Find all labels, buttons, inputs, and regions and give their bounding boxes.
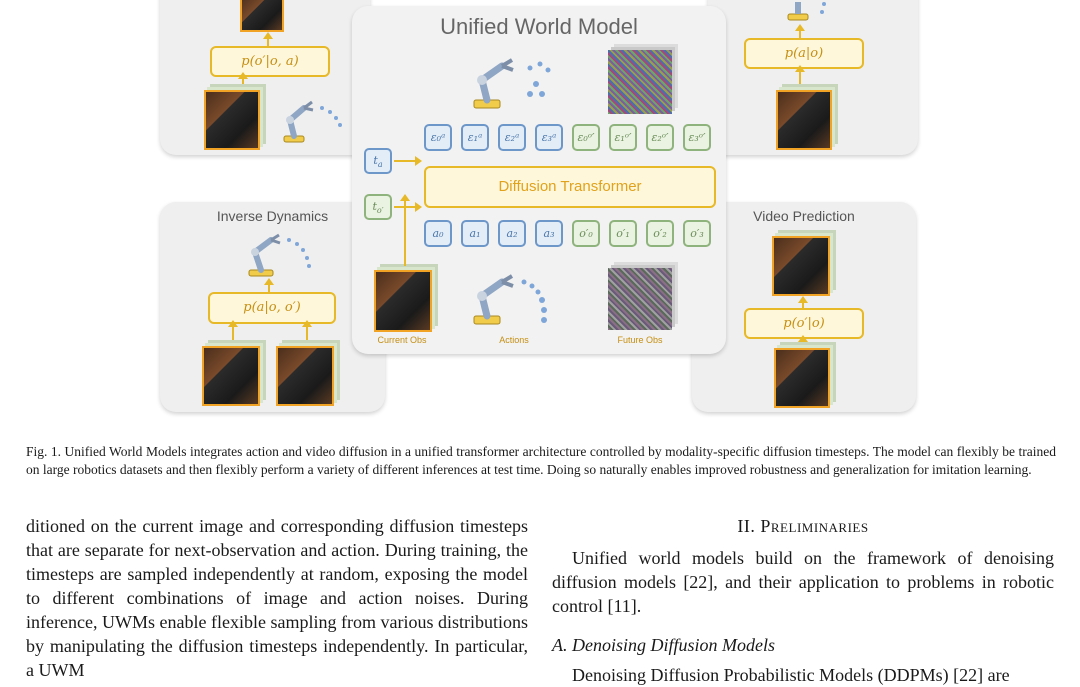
current-obs-image bbox=[374, 270, 432, 332]
input-token: a₃ bbox=[535, 220, 563, 247]
panel-forward-dynamics: p(o′|o, a) bbox=[160, 0, 370, 155]
arrow-up bbox=[263, 32, 273, 46]
arrow-up bbox=[400, 194, 410, 266]
label-future-obs: Future Obs bbox=[617, 335, 663, 345]
panel-unified-world-model: Unified World Model ε₀ᵃ ε₁ᵃ ε₂ᵃ ε₃ᵃ ε₀ᵒ′… bbox=[352, 6, 726, 354]
input-token: o′₃ bbox=[683, 220, 711, 247]
future-obs-image bbox=[276, 346, 334, 406]
input-token: o′₂ bbox=[646, 220, 674, 247]
observation-timestep: to′ bbox=[364, 194, 392, 220]
center-title: Unified World Model bbox=[440, 14, 638, 39]
current-obs-image bbox=[774, 348, 830, 408]
noise-token: ε₃ᵃ bbox=[535, 124, 563, 151]
robot-arm-icon bbox=[787, 2, 826, 21]
panel-policy: p(a|o) bbox=[708, 0, 918, 155]
arrow-up bbox=[795, 65, 805, 87]
arrow-up bbox=[264, 278, 274, 292]
noise-token: ε₀ᵒ′ bbox=[572, 124, 600, 151]
label-actions: Actions bbox=[499, 335, 529, 345]
future-obs-image bbox=[240, 0, 284, 32]
noise-token: ε₂ᵃ bbox=[498, 124, 526, 151]
panel-video-prediction: Video Prediction p(o′|o) bbox=[692, 202, 916, 412]
inverse-dynamics-distribution: p(a|o, o′) bbox=[208, 292, 336, 324]
noise-image bbox=[608, 50, 672, 114]
subsection-heading: A. Denoising Diffusion Models bbox=[552, 635, 775, 655]
arrow-up bbox=[238, 72, 248, 88]
noise-token: ε₀ᵃ bbox=[424, 124, 452, 151]
arrow-up bbox=[302, 320, 312, 344]
current-obs-image bbox=[202, 346, 260, 406]
robot-arm-icon bbox=[248, 233, 311, 277]
video-prediction-distribution: p(o′|o) bbox=[744, 308, 864, 339]
arrow-right bbox=[394, 156, 422, 166]
noise-token: ε₁ᵒ′ bbox=[609, 124, 637, 151]
input-token: a₀ bbox=[424, 220, 452, 247]
future-obs-noisy-image bbox=[608, 268, 672, 330]
input-token: a₁ bbox=[461, 220, 489, 247]
section-heading: II. Preliminaries bbox=[737, 516, 869, 536]
input-token: a₂ bbox=[498, 220, 526, 247]
input-token: o′₀ bbox=[572, 220, 600, 247]
noise-token: ε₃ᵒ′ bbox=[683, 124, 711, 151]
current-obs-image bbox=[204, 90, 260, 150]
diffusion-transformer: Diffusion Transformer bbox=[424, 166, 716, 208]
figure-caption: Fig. 1. Unified World Models integrates … bbox=[26, 444, 1056, 477]
future-obs-image bbox=[772, 236, 830, 296]
panel-title: Inverse Dynamics bbox=[216, 208, 329, 224]
forward-dynamics-distribution: p(o′|o, a) bbox=[210, 46, 330, 77]
arrow-up bbox=[795, 24, 805, 38]
robot-arm-icon bbox=[473, 58, 551, 109]
arrow-up bbox=[798, 296, 808, 308]
noise-token: ε₁ᵃ bbox=[461, 124, 489, 151]
left-column-text: ditioned on the current image and corres… bbox=[26, 516, 528, 680]
ddpm-paragraph: Denoising Diffusion Probabilistic Models… bbox=[572, 665, 1010, 685]
input-token: o′₁ bbox=[609, 220, 637, 247]
action-timestep: ta bbox=[364, 148, 392, 174]
noise-token: ε₂ᵒ′ bbox=[646, 124, 674, 151]
arrow-up bbox=[228, 320, 238, 344]
arrow-up bbox=[798, 335, 808, 347]
current-obs-image bbox=[776, 90, 832, 150]
preliminaries-paragraph: Unified world models build on the framew… bbox=[552, 548, 1054, 616]
panel-title: Video Prediction bbox=[753, 208, 855, 224]
label-current-obs: Current Obs bbox=[377, 335, 427, 345]
panel-inverse-dynamics: Inverse Dynamics p(a|o, o′) bbox=[160, 202, 385, 412]
robot-arm-icon bbox=[473, 274, 547, 325]
arrow-right bbox=[394, 202, 422, 212]
robot-arm-icon bbox=[283, 100, 342, 143]
